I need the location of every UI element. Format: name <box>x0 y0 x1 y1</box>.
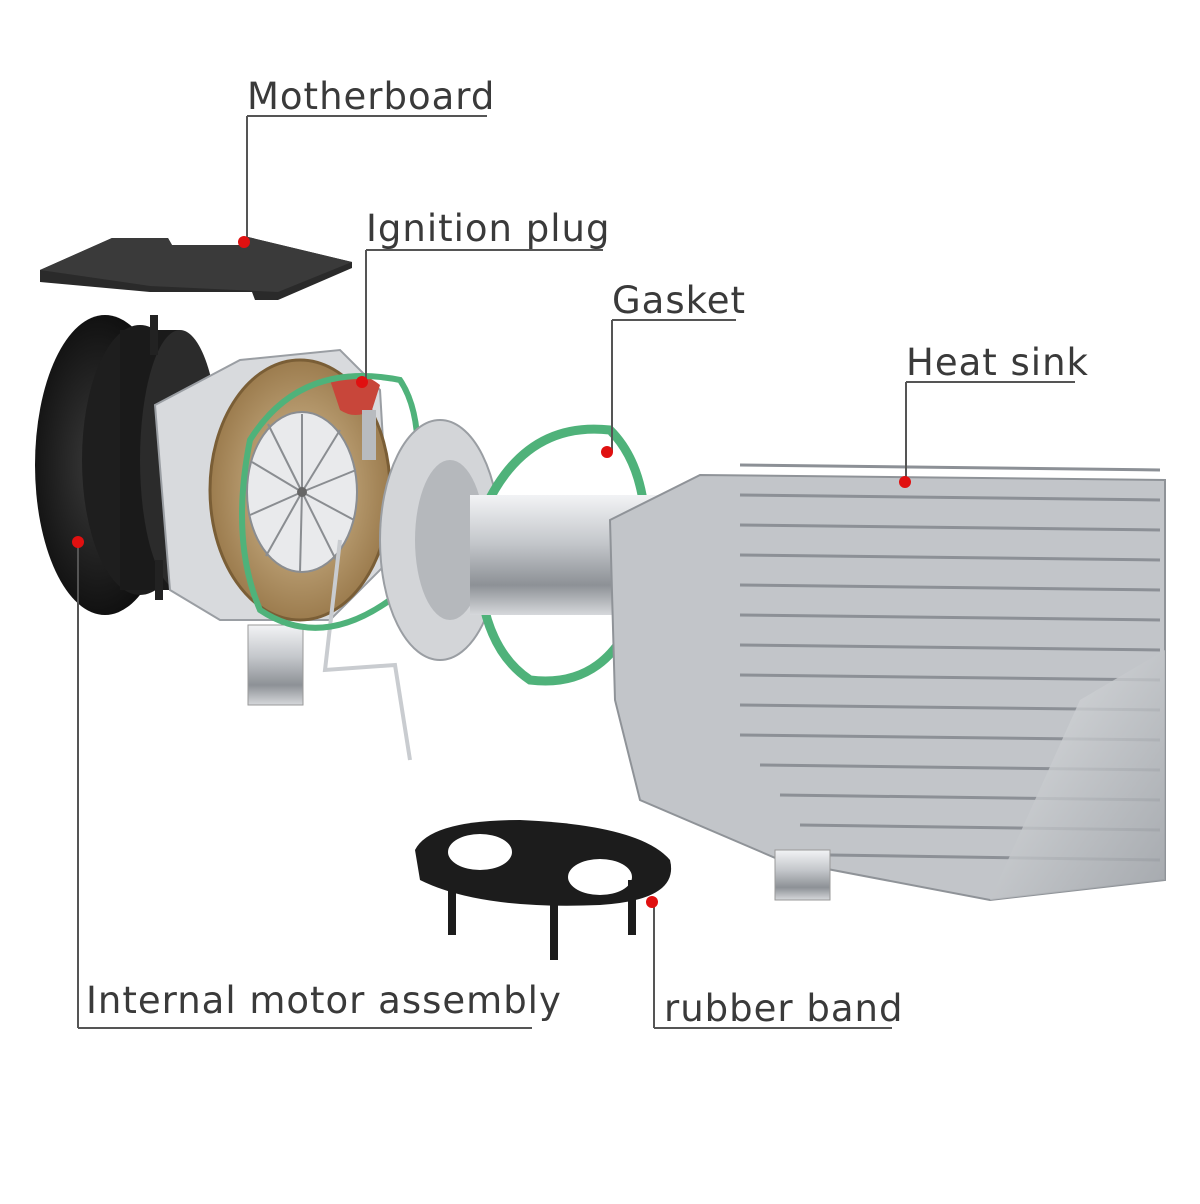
gasket-label: Gasket <box>612 279 747 322</box>
rubber-band-part <box>415 820 672 960</box>
motherboard-marker-dot <box>238 236 250 248</box>
burner-housing-part <box>153 348 392 706</box>
heat-sink-part <box>608 463 1166 902</box>
motherboard-part <box>40 237 352 300</box>
gasket-marker-dot <box>601 446 613 458</box>
motherboard-label: Motherboard <box>247 75 496 118</box>
leader-lines <box>77 115 1075 1029</box>
rubber-band-label: rubber band <box>664 987 904 1030</box>
rubber-marker-dot <box>646 896 658 908</box>
ignition-plug-label: Ignition plug <box>366 207 611 250</box>
heat-sink-label: Heat sink <box>906 341 1089 384</box>
heatsink-marker-dot <box>899 476 911 488</box>
marker-dots <box>72 236 911 908</box>
internal-motor-assembly-label: Internal motor assembly <box>86 979 562 1022</box>
ignition-marker-dot <box>356 376 368 388</box>
motor-marker-dot <box>72 536 84 548</box>
